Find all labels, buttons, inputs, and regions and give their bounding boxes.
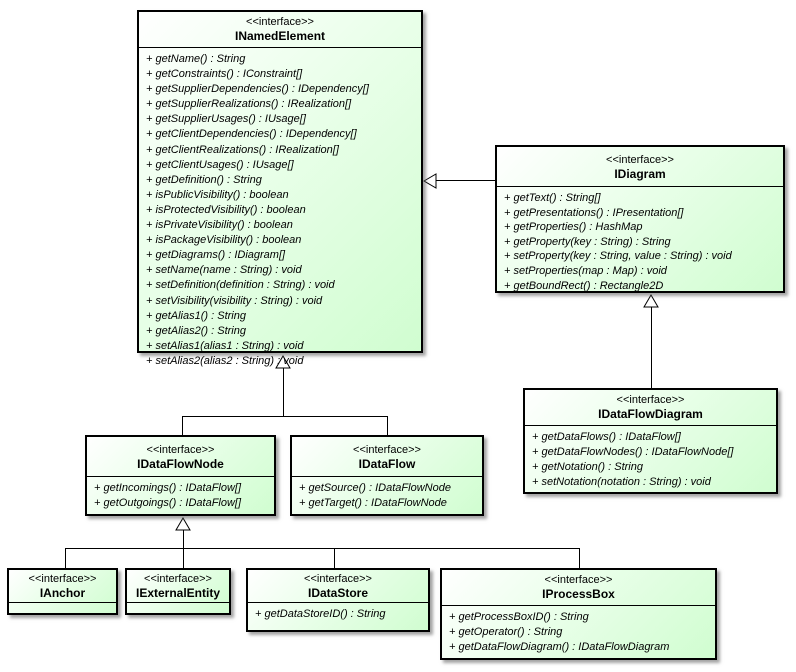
method-item: + getDataFlows() : IDataFlow[] — [532, 431, 681, 443]
method-item: + getProperties() : HashMap — [504, 221, 643, 234]
method-item: + getOperator() : String — [449, 626, 563, 639]
method-item: + getClientRealizations() : IRealization… — [146, 143, 339, 156]
stereotype-label: <<interface>> — [146, 444, 215, 456]
method-item: + getSupplierDependencies() : IDependenc… — [146, 83, 369, 96]
method-item: + isPackageVisibility() : boolean — [146, 234, 302, 247]
class-name: IDataStore — [307, 586, 369, 600]
stereotype-label: <<interface>> — [28, 573, 97, 585]
stereotype-label: <<interface>> — [304, 573, 372, 585]
method-item: + getConstraints() : IConstraint[] — [146, 68, 303, 81]
method-item: + getProperty(key : String) : String — [504, 235, 671, 248]
class-name-compartment: <<interface>> IExternalEntity — [127, 570, 229, 603]
method-item: + getClientUsages() : IUsage[] — [146, 158, 294, 171]
class-name-compartment: <<interface>> IDiagram — [497, 147, 783, 187]
method-item: + getAlias2() : String — [146, 324, 246, 337]
stereotype-label: <<interface>> — [616, 394, 685, 406]
method-item: + getName() : String — [146, 53, 246, 65]
connector-ianchor-to-idataflownode — [65, 548, 66, 568]
methods-compartment — [9, 603, 116, 607]
class-iprocessbox[interactable]: <<interface>> IProcessBox + getProcessBo… — [440, 568, 717, 660]
method-item: + getAlias1() : String — [146, 309, 246, 322]
method-item: + getDataFlowDiagram() : IDataFlowDiagra… — [449, 641, 670, 654]
method-item: + getPresentations() : IPresentation[] — [504, 206, 684, 219]
method-item: + getDefinition() : String — [146, 173, 262, 186]
class-name: IProcessBox — [542, 587, 615, 601]
class-name-compartment: <<interface>> IProcessBox — [442, 570, 715, 606]
method-item: + setDefinition(definition : String) : v… — [146, 279, 335, 292]
method-item: + setProperty(key : String, value : Stri… — [504, 250, 732, 263]
method-item: + setVisibility(visibility : String) : v… — [146, 294, 323, 307]
stereotype-label: <<interface>> — [353, 444, 421, 456]
connector-idiagram-to-inamedelement — [436, 180, 495, 181]
generalization-arrowhead-up — [175, 517, 191, 531]
class-idatastore[interactable]: <<interface>> IDataStore + getDataStoreI… — [246, 568, 430, 632]
method-item: + isPublicVisibility() : boolean — [146, 188, 289, 201]
class-ianchor[interactable]: <<interface>> IAnchor — [7, 568, 118, 615]
methods-compartment: + getText() : String[] + getPresentation… — [497, 187, 783, 293]
methods-compartment: + getIncomings() : IDataFlow[] + getOutg… — [87, 477, 274, 511]
method-item: + getProcessBoxID() : String — [449, 611, 589, 623]
method-item: + isPrivateVisibility() : boolean — [146, 219, 293, 232]
class-name-compartment: <<interface>> IAnchor — [9, 570, 116, 603]
methods-compartment: + getSource() : IDataFlowNode + getTarge… — [292, 477, 482, 511]
method-item: + getSupplierRealizations() : IRealizati… — [146, 98, 352, 111]
class-name: INamedElement — [234, 29, 326, 43]
class-name: IDataFlow — [358, 457, 416, 471]
stereotype-label: <<interface>> — [544, 574, 613, 586]
method-item: + getBoundRect() : Rectangle2D — [504, 279, 664, 292]
method-item: + getSupplierUsages() : IUsage[] — [146, 113, 306, 126]
methods-compartment: + getName() : String + getConstraints() … — [139, 48, 421, 369]
connector-inamedelement-stem — [283, 368, 284, 416]
connector-idataflow-to-inamedelement — [387, 416, 388, 435]
connector-iexternalentity-to-idataflownode — [183, 530, 184, 568]
class-name: IAnchor — [39, 586, 86, 600]
class-name-compartment: <<interface>> IDataFlowNode — [87, 437, 274, 477]
connector-idataflownode-to-inamedelement — [182, 416, 183, 435]
method-item: + getDataFlowNodes() : IDataFlowNode[] — [532, 446, 734, 459]
connector-iprocessbox-to-idataflownode — [579, 548, 580, 568]
class-idataflow[interactable]: <<interface>> IDataFlow + getSource() : … — [290, 435, 484, 516]
methods-compartment: + getDataStoreID() : String — [248, 603, 428, 622]
method-item: + setName(name : String) : void — [146, 264, 302, 277]
method-item: + getClientDependencies() : IDependency[… — [146, 128, 357, 141]
method-item: + setAlias2(alias2 : String) : void — [146, 354, 304, 367]
method-item: + getDataStoreID() : String — [255, 608, 386, 620]
connector-idataflownode-branch — [65, 548, 580, 549]
class-name-compartment: <<interface>> INamedElement — [139, 12, 421, 48]
connector-idatastore-to-idataflownode — [334, 548, 335, 568]
class-name-compartment: <<interface>> IDataFlow — [292, 437, 482, 477]
methods-compartment: + getDataFlows() : IDataFlow[] + getData… — [525, 426, 776, 490]
stereotype-label: <<interface>> — [606, 154, 674, 166]
methods-compartment: + getProcessBoxID() : String + getOperat… — [442, 606, 715, 655]
class-name: IDataFlowDiagram — [598, 407, 703, 421]
connector-idataflowdiagram-to-idiagram — [651, 307, 652, 388]
method-item: + getNotation() : String — [532, 461, 643, 474]
generalization-arrowhead-up — [643, 294, 659, 308]
method-item: + getText() : String[] — [504, 192, 601, 204]
methods-compartment — [127, 603, 229, 607]
class-idiagram[interactable]: <<interface>> IDiagram + getText() : Str… — [495, 145, 785, 293]
method-item: + getDiagrams() : IDiagram[] — [146, 249, 286, 262]
class-iexternalentity[interactable]: <<interface>> IExternalEntity — [125, 568, 231, 615]
class-name-compartment: <<interface>> IDataStore — [248, 570, 428, 603]
class-idataflowdiagram[interactable]: <<interface>> IDataFlowDiagram + getData… — [523, 388, 778, 494]
method-item: + getSource() : IDataFlowNode — [299, 482, 451, 494]
connector-inamedelement-branch — [182, 416, 388, 417]
class-idataflownode[interactable]: <<interface>> IDataFlowNode + getIncomin… — [85, 435, 276, 516]
method-item: + setNotation(notation : String) : void — [532, 476, 711, 489]
stereotype-label: <<interface>> — [246, 16, 314, 28]
method-item: + setAlias1(alias1 : String) : void — [146, 339, 304, 352]
method-item: + getIncomings() : IDataFlow[] — [94, 482, 242, 494]
class-name-compartment: <<interface>> IDataFlowDiagram — [525, 390, 776, 426]
method-item: + isProtectedVisibility() : boolean — [146, 203, 306, 216]
class-name: IExternalEntity — [135, 586, 221, 600]
class-inamedelement[interactable]: <<interface>> INamedElement + getName() … — [137, 10, 423, 367]
class-name: IDataFlowNode — [137, 457, 224, 471]
generalization-arrowhead-left — [423, 173, 437, 189]
method-item: + getTarget() : IDataFlowNode — [299, 497, 447, 510]
stereotype-label: <<interface>> — [144, 573, 212, 585]
method-item: + setProperties(map : Map) : void — [504, 264, 667, 277]
class-name: IDiagram — [614, 167, 666, 181]
method-item: + getOutgoings() : IDataFlow[] — [94, 497, 242, 510]
